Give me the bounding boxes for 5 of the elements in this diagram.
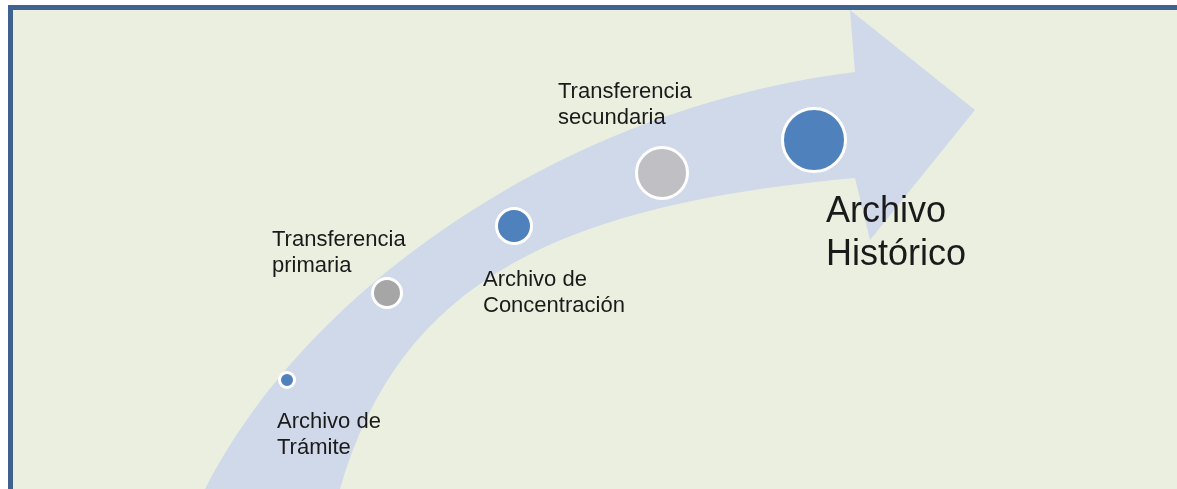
- stage-label: Archivo de Concentración: [483, 266, 626, 319]
- stage-label: Archivo Histórico: [826, 188, 968, 275]
- stage-label: Transferencia primaria: [272, 226, 407, 279]
- stage-label: Transferencia secundaria: [558, 78, 693, 131]
- stage-label: Archivo de Trámite: [277, 408, 382, 461]
